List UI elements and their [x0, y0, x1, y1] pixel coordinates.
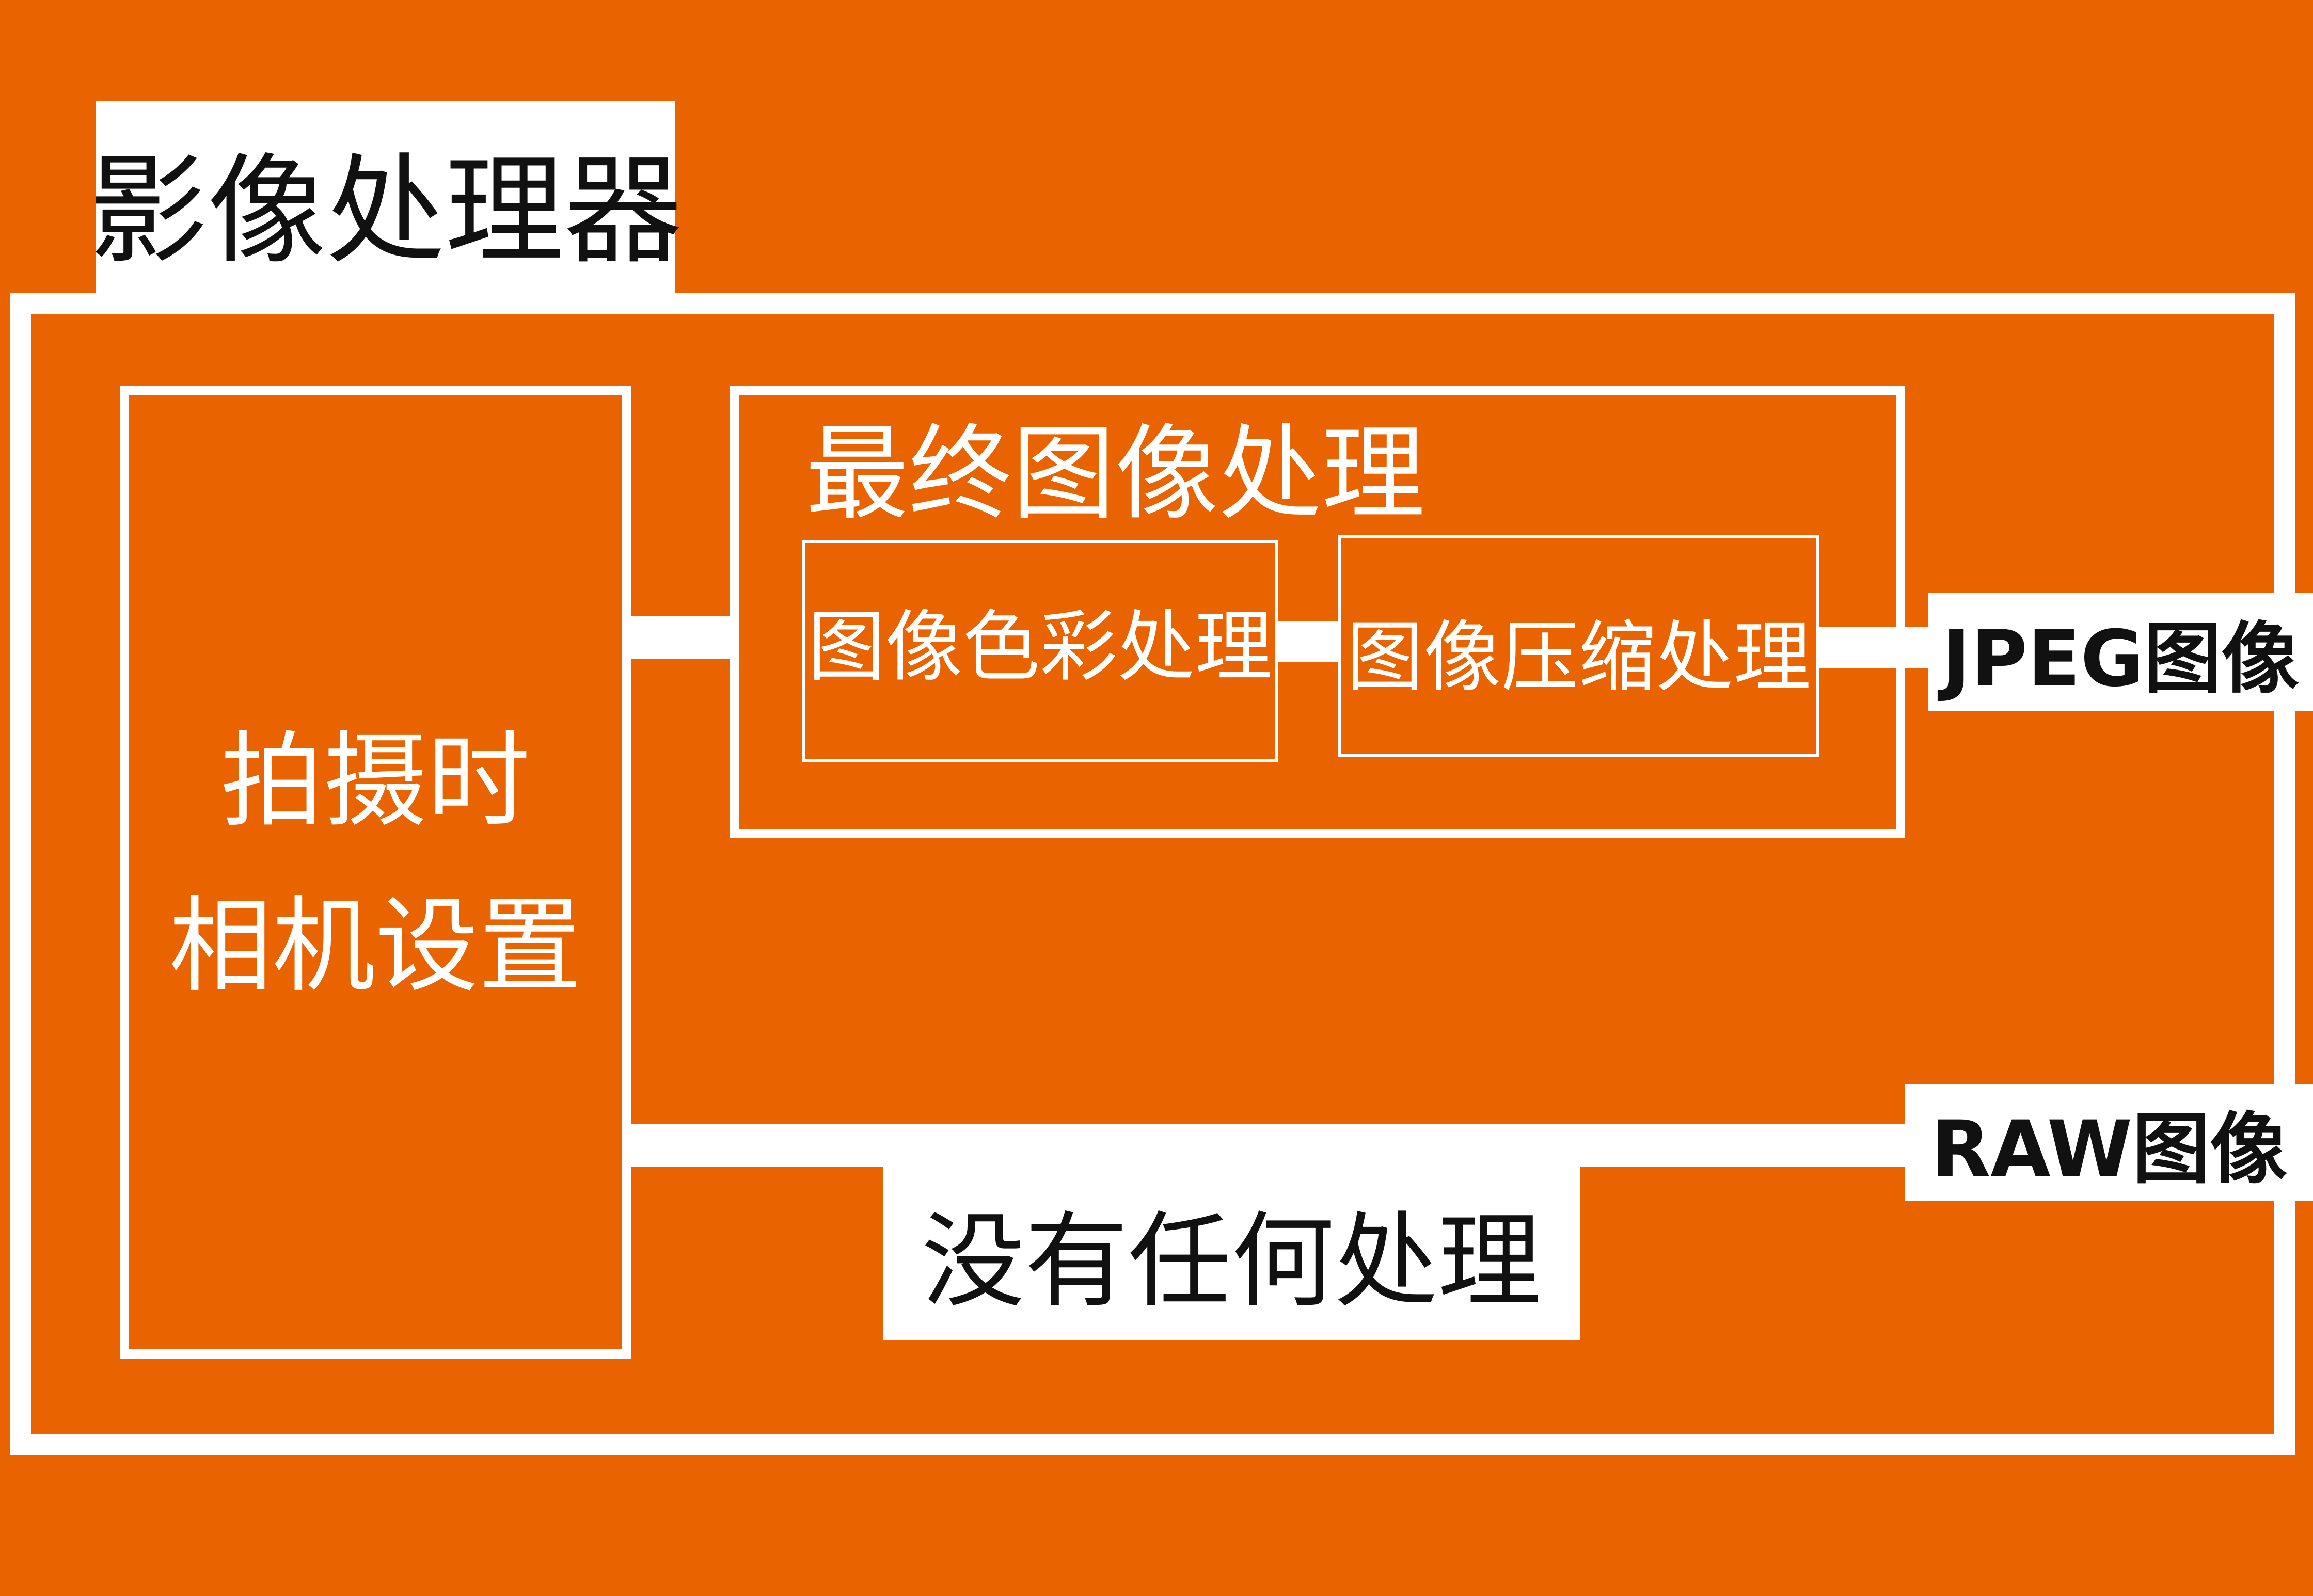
color-processing-label: 图像色彩处理	[807, 602, 1273, 692]
processor-title-tab	[96, 101, 675, 299]
no-processing-box	[883, 1164, 1580, 1340]
final-processing-title: 最终图像处理	[805, 414, 1425, 534]
jpeg-output-tab	[1928, 593, 2313, 711]
camera-settings-line2: 相机设置	[168, 886, 582, 1007]
raw-output-label: RAW图像	[1930, 1104, 2288, 1194]
compression-processing-label: 图像压缩处理	[1346, 612, 1811, 703]
compression-processing-box	[1338, 535, 1819, 757]
color-processing-box	[802, 540, 1278, 762]
camera-settings-line1: 拍摄时	[220, 721, 530, 841]
camera-settings-box	[120, 386, 631, 1359]
connector-color-to-compression	[1278, 621, 1340, 662]
final-processing-box	[730, 386, 1905, 838]
connector-to-raw	[629, 1124, 1909, 1167]
connector-to-final-processing	[629, 616, 735, 659]
connector-to-jpeg	[1819, 627, 1930, 668]
jpeg-output-label: JPEG图像	[1942, 614, 2299, 704]
no-processing-label: 没有任何处理	[921, 1202, 1541, 1322]
processor-frame	[10, 293, 2295, 1455]
raw-output-tab	[1905, 1084, 2313, 1201]
processor-title: 影像处理器	[89, 142, 683, 280]
